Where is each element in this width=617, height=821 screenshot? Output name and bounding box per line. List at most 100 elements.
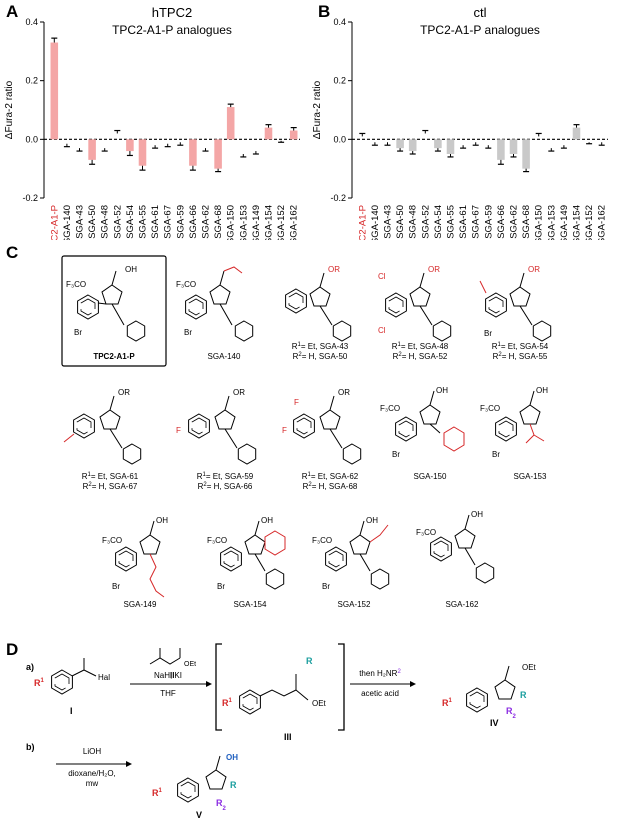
reagent-a-visible: NaH, KI (154, 671, 182, 680)
chart-b-category-label: SGA-55 (446, 205, 457, 239)
synthesis-scheme: a) Hal R1 I OEt II NaH, KI THF NaH, KI R… (26, 643, 537, 820)
s1-halo: Br (74, 328, 82, 337)
s4-line1: R1= Et, SGA-48 (392, 342, 449, 351)
structure-sga-62-68 (293, 395, 362, 465)
compound-iv (466, 665, 516, 713)
chart-a-category-label: SGA-52 (112, 205, 123, 239)
s5-line2: R2= H, SGA-55 (493, 352, 548, 361)
chart-a-subtitle: TPC2-A1-P analogues (112, 23, 232, 37)
chart-b-category-label: SGA-50 (395, 205, 406, 239)
s8-line2: R2= H, SGA-68 (303, 482, 358, 491)
iii-r: R (306, 656, 313, 666)
s10-sub: F₃CO (480, 404, 500, 413)
chart-b-ytick-label: 0.4 (333, 17, 346, 27)
iii-oet: OEt (312, 699, 327, 708)
chart-b-category-label: SGA-52 (420, 205, 431, 239)
label-v: V (196, 810, 202, 820)
v-oh: OH (226, 753, 238, 762)
s1-name: TPC2-A1-P (93, 352, 135, 361)
chart-a-title: hTPC2 (152, 5, 192, 20)
chart-b-category-label: SGA-68 (521, 205, 532, 239)
v-r1: R1 (152, 788, 163, 798)
iv-r2: R2 (506, 706, 517, 720)
structure-sga-43-50 (285, 272, 352, 342)
s11-acid: OH (156, 516, 168, 525)
s7-ester: OR (233, 388, 245, 397)
chart-b-bar (509, 139, 518, 154)
hal-text: Hal (98, 673, 110, 682)
label-ii: II (170, 671, 174, 680)
chart-b-ytick-label: 0.2 (333, 76, 346, 86)
chart-a-category-label: SGA-50 (87, 205, 98, 239)
chart-a-category-label: SGA-67 (163, 205, 174, 239)
s14-name: SGA-162 (446, 600, 479, 609)
chart-a-ytick-label: 0.4 (25, 17, 38, 27)
chart-b-category-label: SGA-62 (509, 205, 520, 239)
iv-r: R (520, 690, 527, 700)
chart-a-category-label: SGA-59 (175, 205, 186, 239)
chart-a-category-label: TPC2-A1-P (49, 205, 60, 240)
label-iii: III (284, 732, 292, 742)
step-b-label: b) (26, 742, 35, 752)
structure-sga-154 (220, 520, 286, 590)
chart-a-category-label: SGA-140 (62, 205, 73, 240)
structure-tpc2-a1-p (77, 270, 146, 342)
s10-acid: OH (536, 386, 548, 395)
chart-b-bar (396, 139, 404, 149)
s7-line2: R2= H, SGA-66 (198, 482, 253, 491)
chart-a-category-label: SGA-55 (138, 205, 149, 239)
chart-b-category-label: SGA-150 (534, 205, 545, 240)
s12-sub: F₃CO (207, 536, 227, 545)
s6-ester: OR (118, 388, 130, 397)
acetic-acid: acetic acid (361, 689, 399, 698)
iv-r1: R1 (442, 698, 453, 708)
chart-a-category-label: SGA-150 (226, 205, 237, 240)
structure-sga-150 (395, 390, 465, 452)
chart-a-bar (138, 139, 147, 166)
s5-line1: R1= Et, SGA-54 (492, 342, 549, 351)
chart-a-bar (50, 42, 59, 140)
chart-b-bar (497, 139, 505, 160)
ii-oet: OEt (184, 661, 196, 668)
panel-letter-c: C (6, 243, 19, 262)
solvent-b: dioxane/H₂O, (68, 769, 116, 778)
v-r: R (230, 780, 237, 790)
chart-b-category-label: SGA-61 (458, 205, 469, 239)
s4-line2: R2= H, SGA-52 (393, 352, 448, 361)
chart-b-category-label: SGA-66 (496, 205, 507, 239)
chart-a-category-label: SGA-149 (251, 205, 262, 240)
chart-b-bar (522, 139, 530, 169)
chart-b-bar (572, 127, 581, 140)
s9-sub: F₃CO (380, 404, 400, 413)
s12-acid: OH (261, 516, 273, 525)
compound-ii (149, 648, 181, 665)
chart-a-ylabel: ΔFura-2 ratio (4, 80, 15, 139)
solvent-a: THF (160, 689, 176, 698)
chart-a-category-label: SGA-68 (213, 205, 224, 239)
s11-sub: F₃CO (102, 536, 122, 545)
s11-halo: Br (112, 582, 120, 591)
chart-a-category-label: SGA-162 (289, 205, 300, 240)
s8-ester: OR (338, 388, 350, 397)
chart-b-subtitle: TPC2-A1-P analogues (420, 23, 540, 37)
s14-sub: F₃CO (416, 528, 436, 537)
s4-cl-bottom: Cl (378, 326, 386, 335)
chart-a-category-label: SGA-66 (188, 205, 199, 239)
chart-b-category-label: SGA-48 (408, 205, 419, 239)
s9-acid: OH (436, 386, 448, 395)
chart-a-ytick-label: 0.2 (25, 76, 38, 86)
compound-v (177, 755, 227, 803)
s13-halo: Br (322, 582, 330, 591)
label-iv: IV (490, 718, 499, 728)
s1-sub: F₃CO (66, 280, 86, 289)
reagent-b: LiOH (83, 747, 101, 756)
s2-name: SGA-140 (208, 352, 241, 361)
highlight-box (61, 255, 167, 367)
s14-acid: OH (471, 510, 483, 519)
s12-name: SGA-154 (234, 600, 267, 609)
chart-b-category-label: SGA-59 (483, 205, 494, 239)
structure-sga-54-55 (479, 272, 552, 342)
chart-b-title: ctl (474, 5, 487, 20)
